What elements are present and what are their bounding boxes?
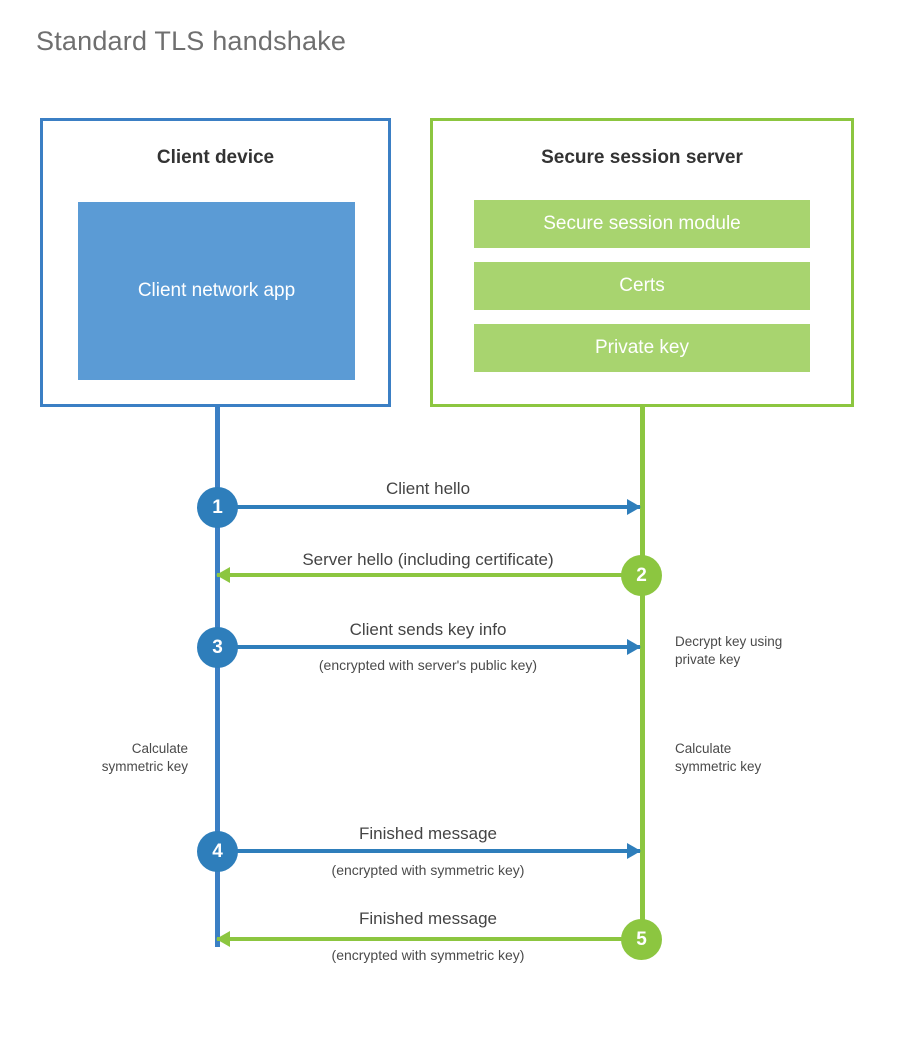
- arrow-shaft: [217, 573, 640, 577]
- sublabel-step-5: (encrypted with symmetric key): [331, 947, 525, 963]
- page-title: Standard TLS handshake: [36, 26, 347, 56]
- sublabel-step-3: (encrypted with server's public key): [318, 657, 538, 673]
- server-module-secure-session-module: Secure session module: [474, 200, 810, 248]
- label-step-2: Server hello (including certificate): [302, 550, 554, 569]
- arrow-shaft: [217, 937, 640, 941]
- note-calc-server-line-2: symmetric key: [675, 759, 762, 775]
- client-device-box: Client device Client network app: [40, 118, 391, 407]
- label-step-1: Client hello: [385, 479, 471, 498]
- arrow-step-4: [217, 843, 641, 859]
- arrowhead-left-icon: [216, 931, 230, 947]
- arrow-step-2: [216, 567, 640, 583]
- step-circle-5[interactable]: 5: [621, 919, 662, 960]
- label-step-3: Client sends key info: [349, 620, 507, 639]
- step-circle-4[interactable]: 4: [197, 831, 238, 872]
- arrow-shaft: [217, 505, 640, 509]
- note-calculate-symmetric-key-server: Calculate symmetric key: [675, 740, 761, 776]
- arrow-step-3: [217, 639, 641, 655]
- secure-session-server-box: Secure session server Secure session mod…: [430, 118, 854, 407]
- note-calculate-symmetric-key-client: Calculate symmetric key: [102, 740, 188, 776]
- step-circle-2[interactable]: 2: [621, 555, 662, 596]
- arrowhead-right-icon: [627, 639, 641, 655]
- secure-session-server-title: Secure session server: [541, 147, 743, 168]
- arrow-step-1: [217, 499, 641, 515]
- client-lifeline: [215, 405, 220, 947]
- server-lifeline: [640, 405, 645, 941]
- arrowhead-right-icon: [627, 843, 641, 859]
- note-calc-client-line-2: symmetric key: [101, 759, 188, 775]
- sublabel-step-4: (encrypted with symmetric key): [331, 862, 525, 878]
- note-decrypt-key-line-2: private key: [675, 652, 741, 668]
- note-calc-client-line-1: Calculate: [131, 741, 188, 756]
- arrowhead-left-icon: [216, 567, 230, 583]
- note-decrypt-key: Decrypt key using private key: [675, 633, 782, 669]
- arrow-step-5: [216, 931, 640, 947]
- arrow-shaft: [217, 645, 640, 649]
- server-module-private-key: Private key: [474, 324, 810, 372]
- note-calc-server-line-1: Calculate: [675, 741, 732, 756]
- note-decrypt-key-line-1: Decrypt key using: [675, 634, 783, 649]
- client-network-app-block: Client network app: [78, 202, 355, 380]
- server-module-certs: Certs: [474, 262, 810, 310]
- step-circle-3[interactable]: 3: [197, 627, 238, 668]
- label-step-5: Finished message: [359, 909, 497, 928]
- step-circle-1[interactable]: 1: [197, 487, 238, 528]
- client-device-title: Client device: [156, 147, 275, 168]
- arrow-shaft: [217, 849, 640, 853]
- label-step-4: Finished message: [359, 824, 497, 843]
- server-module-list: Secure session module Certs Private key: [474, 200, 810, 372]
- arrowhead-right-icon: [627, 499, 641, 515]
